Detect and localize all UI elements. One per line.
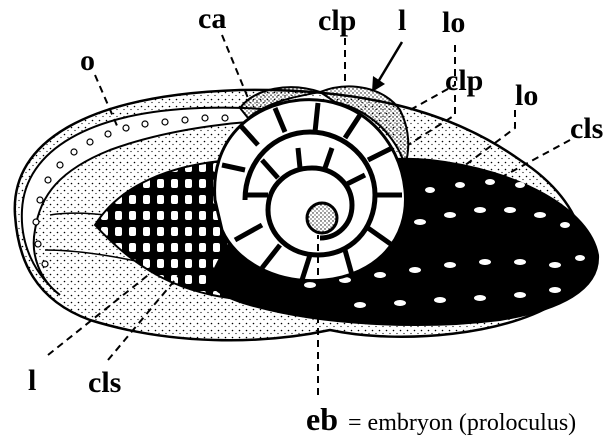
label-cls-bottom: cls [88,366,121,399]
label-l-bottom: l [28,364,36,397]
label-o: o [80,44,95,77]
caption-text: = embryon (proloculus) [348,410,576,436]
label-lo-right: lo [515,79,538,112]
label-l-top: l [398,4,406,37]
label-lo-top: lo [442,6,465,39]
caption: eb = embryon (proloculus) [306,401,576,437]
label-ca: ca [198,2,226,35]
label-clp-right: clp [445,64,483,97]
label-cls-right: cls [570,112,603,145]
svg-text:eb = embryon (proloculus: eb = embryon (proloculus) [306,401,576,437]
caption-key: eb [306,401,338,437]
label-clp-top: clp [318,4,356,37]
spiral-chambers [215,100,406,281]
